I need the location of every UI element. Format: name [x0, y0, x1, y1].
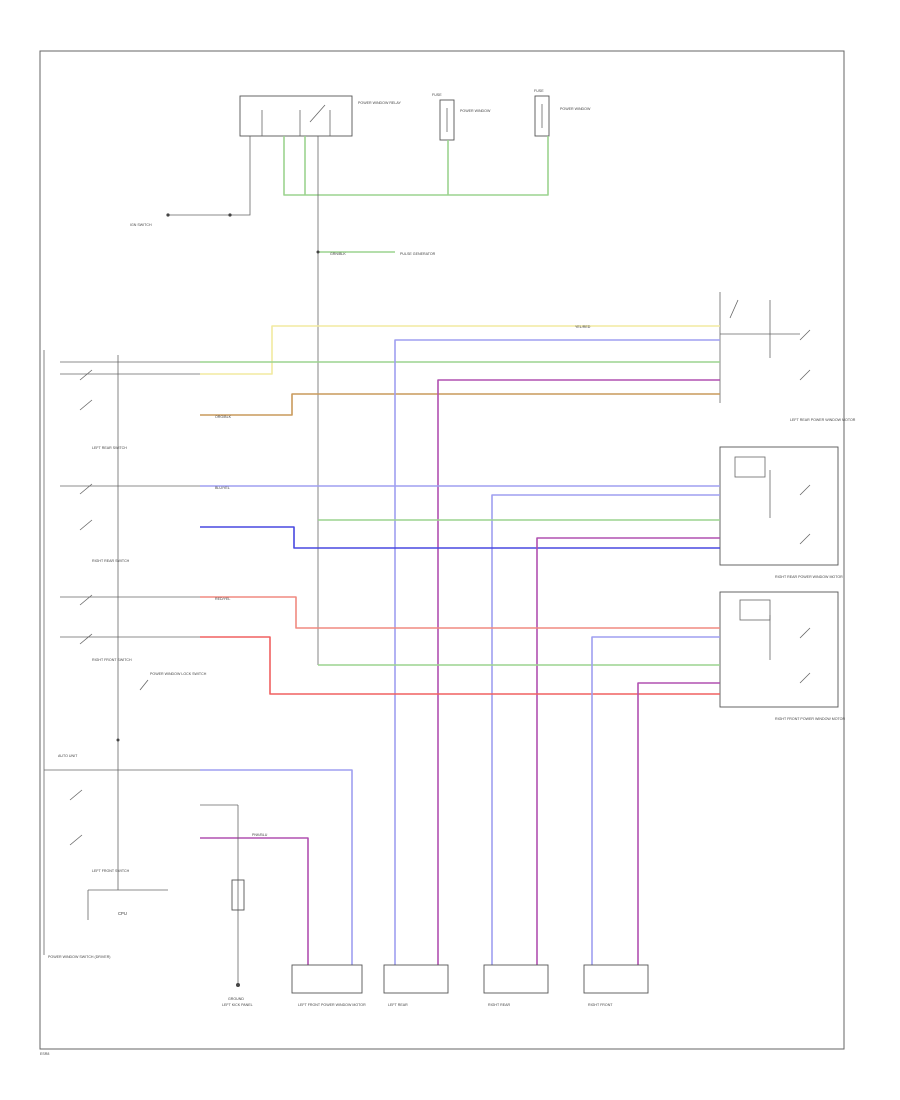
bottom-lr-label: LEFT REAR [388, 1003, 408, 1007]
fuse-1-text: POWER WINDOW [460, 109, 491, 113]
wire-violet-rf [637, 682, 720, 965]
ground-symbol: GROUND LEFT KICK PANEL [222, 805, 253, 1007]
wire-lightblue-rr [491, 494, 720, 965]
bottom-motor-lr: LEFT REAR [383, 964, 449, 1007]
wire-red [200, 636, 720, 695]
ground-text: LEFT KICK PANEL [222, 1003, 253, 1007]
power-window-relay: POWER WINDOW RELAY [239, 95, 401, 137]
right-rear-motor: RIGHT REAR POWER WINDOW MOTOR [719, 446, 843, 579]
right-front-switch-label: RIGHT FRONT SWITCH [92, 658, 132, 662]
wire-code-blu: BLU/YEL [215, 486, 230, 490]
wire-lightblue-lf [200, 769, 353, 965]
wire-code-yel: YEL/RED [575, 325, 591, 329]
wire-yellow [200, 325, 720, 375]
wire-lightred-rf [200, 596, 720, 629]
page-id: ESR8 [40, 1052, 49, 1056]
diagram-frame [39, 50, 845, 1050]
right-rear-switch-label: RIGHT REAR SWITCH [92, 559, 130, 563]
wire-violet-rr [536, 537, 720, 965]
ign-switch-label: IGN SWITCH [130, 223, 152, 227]
cpu-label: CPU [118, 911, 127, 916]
fuse-1-label: FUSE [432, 93, 442, 97]
fuse-2-label: FUSE [534, 89, 544, 93]
wire-orange [200, 393, 720, 416]
pulse-gen-label: PULSE GENERATOR [400, 252, 436, 256]
fuse-2-text: POWER WINDOW [560, 107, 591, 111]
green-feed-top [283, 136, 549, 196]
bottom-rf-label: RIGHT FRONT [588, 1003, 613, 1007]
bottom-motor-rr: RIGHT REAR [483, 964, 549, 1007]
wire-lightblue-lr [394, 339, 720, 965]
bottom-rr-label: RIGHT REAR [488, 1003, 511, 1007]
switch-assembly-label: POWER WINDOW SWITCH (DRIVER) [48, 955, 111, 959]
wire-violet-lf [200, 837, 309, 965]
left-front-switch-label: LEFT FRONT SWITCH [92, 869, 130, 873]
bottom-lf-label: LEFT FRONT POWER WINDOW MOTOR [298, 1003, 366, 1007]
left-rear-motor-label: LEFT REAR POWER WINDOW MOTOR [790, 418, 856, 422]
right-front-motor-label: RIGHT FRONT POWER WINDOW MOTOR [775, 717, 845, 721]
lock-switch-label: POWER WINDOW LOCK SWITCH [150, 672, 207, 676]
bottom-motor-rf: RIGHT FRONT [583, 964, 649, 1007]
ground-label: GROUND [228, 997, 244, 1001]
master-switch-body: CPU POWER WINDOW SWITCH (DRIVER) LEFT RE… [43, 350, 207, 959]
fuse-1: FUSE POWER WINDOW [432, 93, 491, 141]
relay-label: POWER WINDOW RELAY [358, 101, 401, 105]
left-rear-motor: LEFT REAR POWER WINDOW MOTOR [719, 292, 856, 422]
wire-blue [200, 526, 720, 549]
left-rear-switch-label: LEFT REAR SWITCH [92, 446, 127, 450]
wire-code-red: RED/YEL [215, 597, 230, 601]
right-front-motor: RIGHT FRONT POWER WINDOW MOTOR [719, 591, 845, 721]
wire-code-pnk: PNK/BLU [252, 833, 268, 837]
wire-code-grn: GRN/BLK [330, 252, 346, 256]
wire-code-org: ORG/BLK [215, 415, 232, 419]
auto-unit-label: AUTO UNIT [58, 754, 78, 758]
wire-violet-lr [437, 379, 720, 965]
bottom-motor-lf: LEFT FRONT POWER WINDOW MOTOR [291, 964, 366, 1007]
right-rear-motor-label: RIGHT REAR POWER WINDOW MOTOR [775, 575, 843, 579]
fuse-2: FUSE POWER WINDOW [534, 89, 591, 137]
ign-feed-wire: IGN SWITCH [130, 136, 251, 227]
wire-lightblue-rf [591, 636, 720, 965]
